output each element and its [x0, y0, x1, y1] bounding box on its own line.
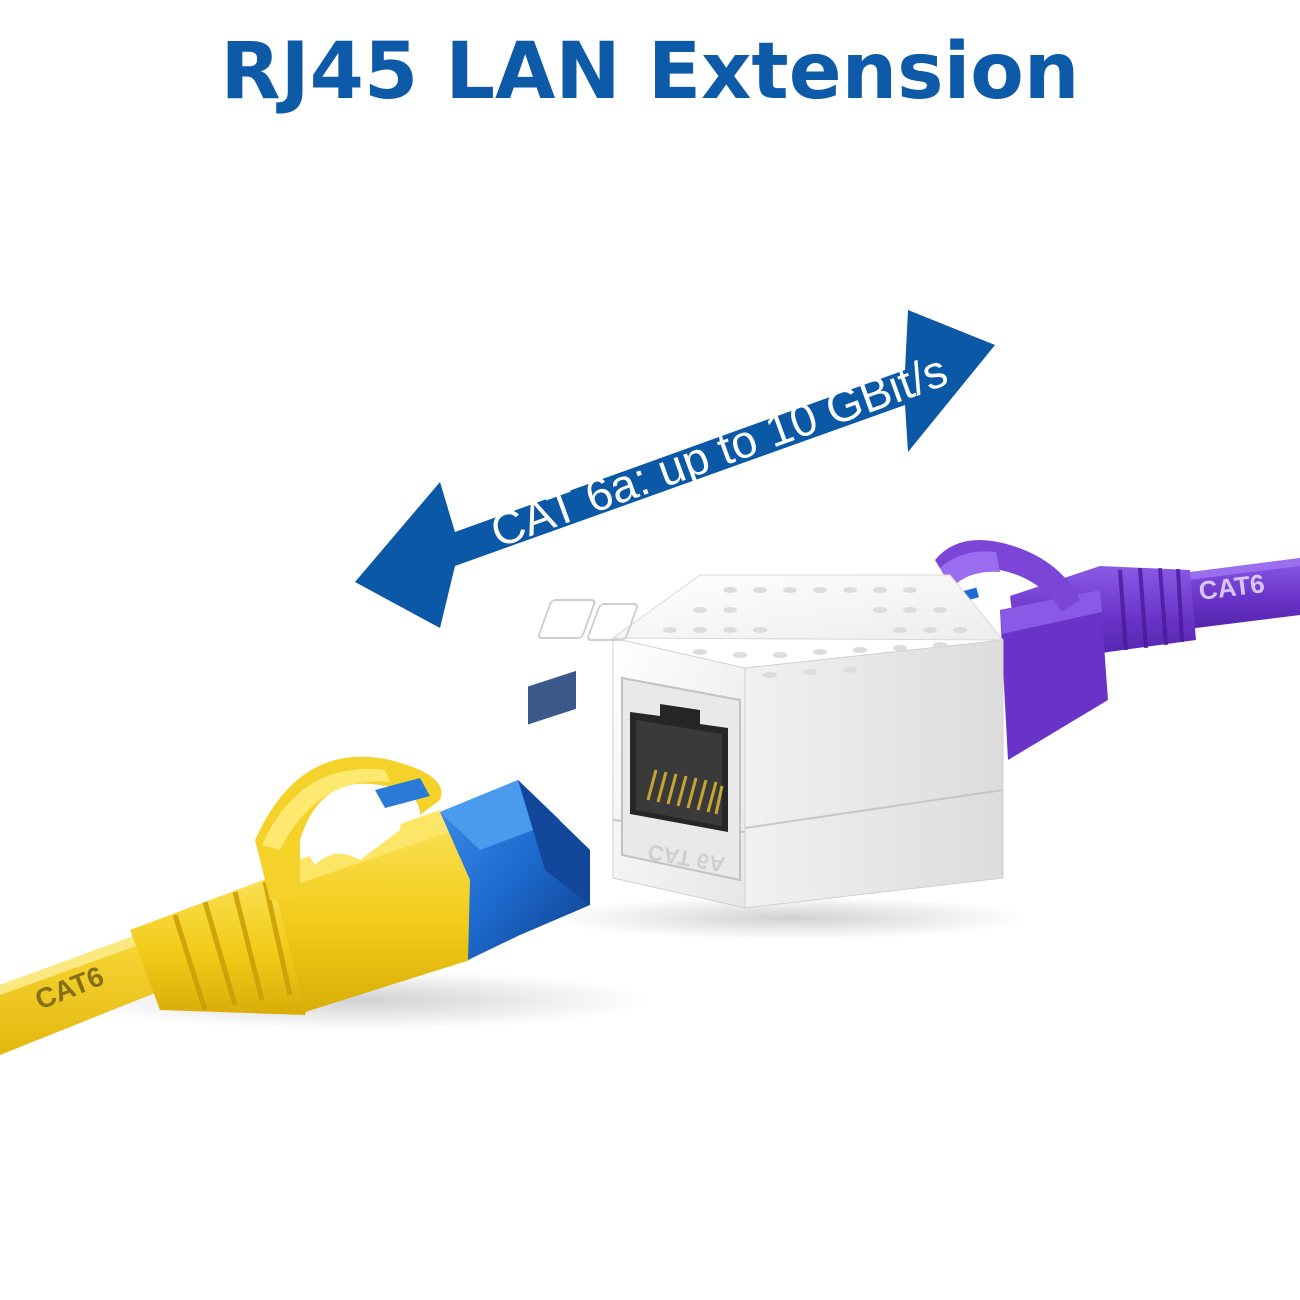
arrow-label: CAT 6a: up to 10 GBit/s — [484, 344, 954, 558]
rj45-coupler: CAT 6A — [537, 574, 1005, 909]
rj45-plug — [375, 670, 590, 960]
purple-cable: CAT6 — [935, 540, 1300, 760]
yellow-cable: CAT6 — [0, 756, 470, 1055]
page-title: RJ45 LAN Extension — [220, 27, 1080, 117]
coupler-shadow — [550, 896, 1030, 940]
